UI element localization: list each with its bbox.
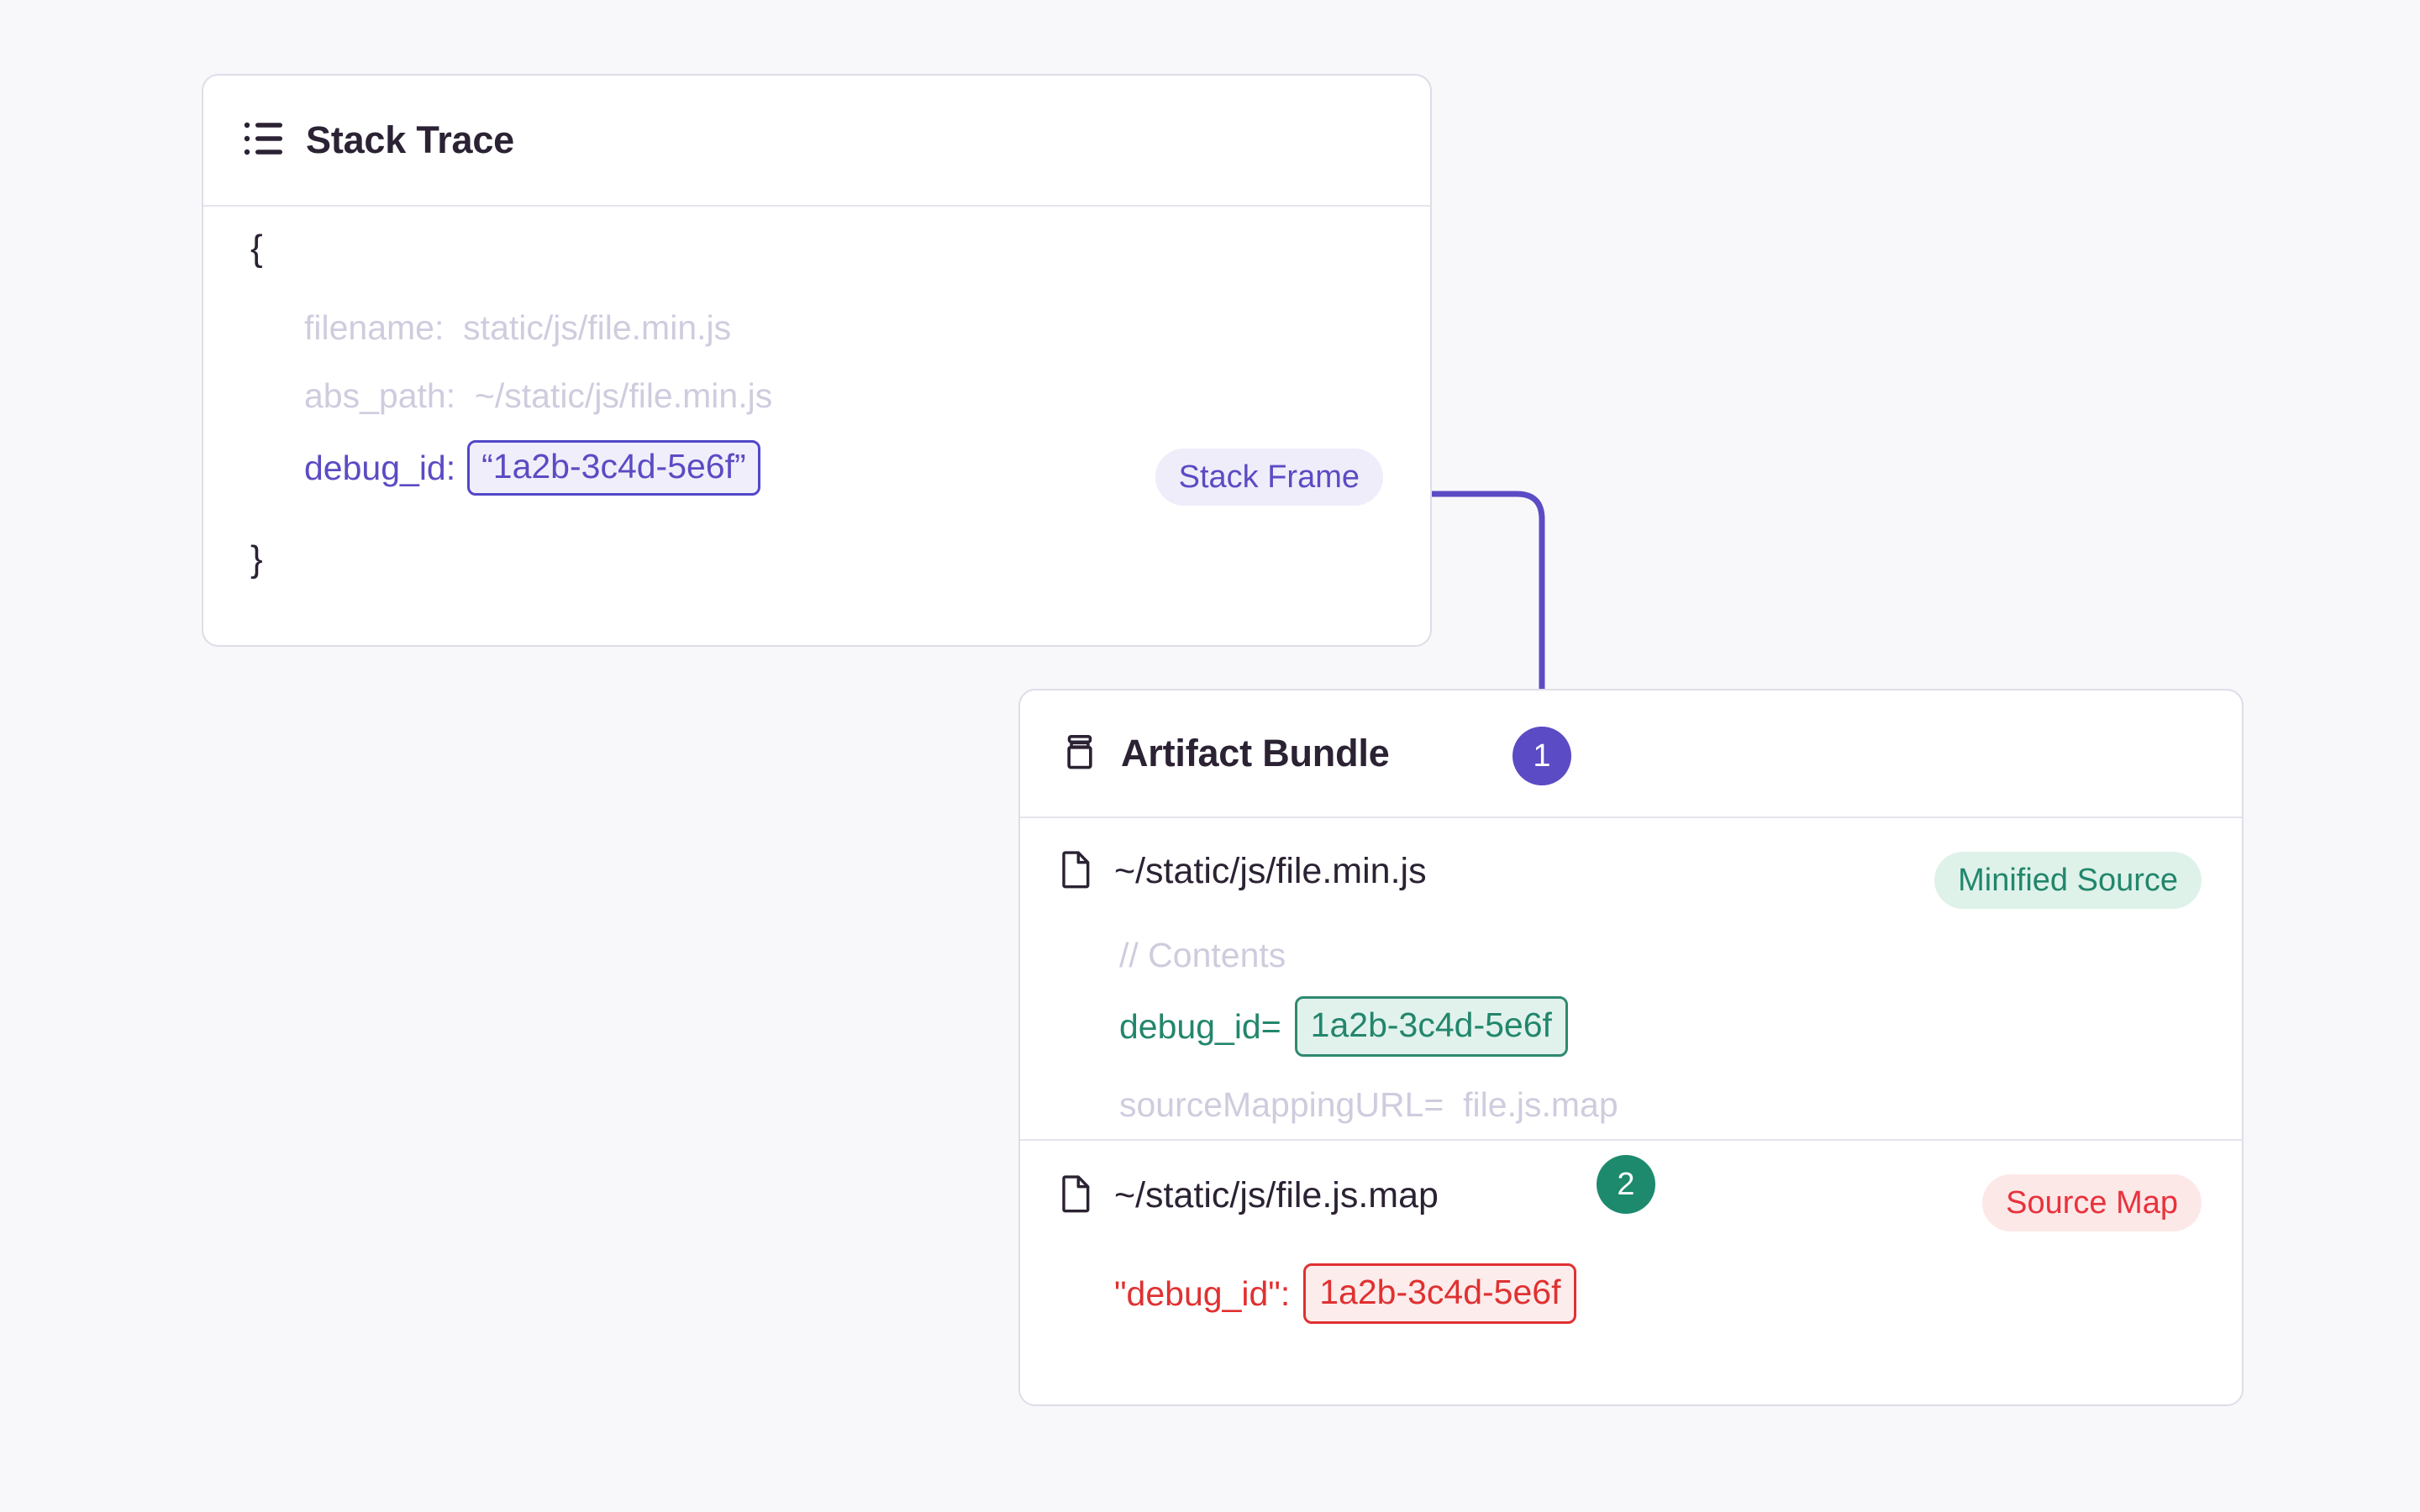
file-icon [1060, 1174, 1092, 1217]
bundle-row-source-map: Source Map ~/static/js/file.js.map "debu… [1020, 1139, 2242, 1406]
open-brace: { [250, 228, 263, 269]
step-marker-1: 1 [1512, 727, 1571, 785]
field-filename: filename: static/js/file.min.js [304, 311, 731, 345]
close-brace: } [250, 538, 263, 580]
bundle-row-minified-source: Minified Source ~/static/js/file.min.js … [1020, 818, 2242, 1139]
list-icon [244, 120, 284, 161]
minified-source-badge: Minified Source [1934, 852, 2202, 909]
source-map-file-head: ~/static/js/file.js.map [1060, 1174, 1439, 1217]
filename-value: static/js/file.min.js [463, 308, 732, 347]
source-map-debug-id-line: "debug_id": 1a2b-3c4d-5e6f [1114, 1263, 1577, 1324]
minified-debug-id-line: debug_id= 1a2b-3c4d-5e6f [1119, 996, 1568, 1057]
artifact-bundle-header: Artifact Bundle [1020, 690, 2242, 818]
source-map-debug-id-key: "debug_id": [1114, 1273, 1291, 1313]
source-map-file-name: ~/static/js/file.js.map [1114, 1175, 1439, 1215]
file-icon [1060, 850, 1092, 893]
bundle-row-divider [1020, 1139, 2242, 1141]
field-debug-id: debug_id: “1a2b-3c4d-5e6f” [304, 440, 760, 496]
debug-id-value-chip[interactable]: “1a2b-3c4d-5e6f” [467, 440, 760, 496]
minified-source-file-name: ~/static/js/file.min.js [1114, 851, 1427, 891]
stack-trace-header: Stack Trace [203, 76, 1430, 207]
source-map-debug-id-value-chip[interactable]: 1a2b-3c4d-5e6f [1303, 1263, 1577, 1324]
debug-id-key: debug_id: [304, 448, 456, 487]
contents-comment: // Contents [1119, 936, 1286, 975]
minified-source-file-head: ~/static/js/file.min.js [1060, 850, 1427, 893]
stack-trace-card: Stack Trace Stack Frame { filename: stat… [202, 74, 1432, 647]
stack-trace-title: Stack Trace [306, 118, 514, 161]
artifact-bundle-title: Artifact Bundle [1121, 732, 1390, 774]
abs-path-key: abs_path: [304, 376, 456, 415]
stack-trace-body: Stack Frame { filename: static/js/file.m… [203, 207, 1430, 578]
source-mapping-url-line: sourceMappingURL= file.js.map [1119, 1085, 1618, 1125]
abs-path-value: ~/static/js/file.min.js [474, 376, 773, 415]
artifact-bundle-card: Artifact Bundle Minified Source ~/static… [1018, 689, 2244, 1406]
filename-key: filename: [304, 308, 445, 347]
minified-debug-id-key: debug_id= [1119, 1006, 1281, 1046]
field-abs-path: abs_path: ~/static/js/file.min.js [304, 379, 772, 413]
source-map-badge: Source Map [1982, 1174, 2202, 1231]
source-mapping-url-value: file.js.map [1463, 1085, 1618, 1124]
step-marker-2: 2 [1597, 1155, 1655, 1214]
contents-comment-text: // Contents [1119, 936, 1286, 974]
source-mapping-url-key: sourceMappingURL= [1119, 1085, 1444, 1124]
archive-icon [1060, 732, 1099, 775]
minified-debug-id-value-chip[interactable]: 1a2b-3c4d-5e6f [1294, 996, 1568, 1057]
stack-frame-badge: Stack Frame [1155, 449, 1383, 506]
